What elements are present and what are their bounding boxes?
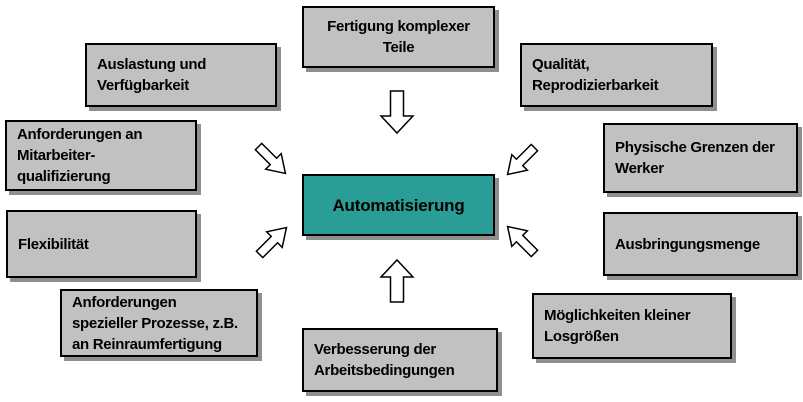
- factor-label-line: Verfügbarkeit: [97, 77, 189, 94]
- arrow-up-icon: [379, 258, 415, 303]
- factor-box-kleine-losgroessen: Möglichkeiten kleiner Losgrößen: [532, 293, 732, 359]
- factor-label-line: Verbesserung der: [314, 341, 436, 358]
- factor-box-flexibilitaet: Flexibilität: [6, 210, 197, 278]
- factor-label-line: Werker: [615, 160, 664, 177]
- arrow-down-left-icon: [506, 143, 539, 176]
- factor-box-ausbringungsmenge: Ausbringungsmenge: [603, 212, 798, 276]
- factor-label-line: Ausbringungsmenge: [615, 235, 760, 253]
- factor-label-line: Möglichkeiten kleiner: [544, 307, 691, 324]
- factor-box-qualitaet-reprodizierbarkeit: Qualität, Reprodizierbarkeit: [520, 43, 713, 107]
- factor-label-line: qualifizierung: [17, 168, 111, 185]
- factor-box-mitarbeiterqualifizierung: Anforderungen an Mitarbeiter- qualifizie…: [5, 120, 197, 191]
- factor-box-auslastung-verfuegbarkeit: Auslastung und Verfügbarkeit: [85, 43, 277, 107]
- factor-label-line: Arbeitsbedingungen: [314, 362, 455, 379]
- factor-label-line: spezieller Prozesse, z.B.: [72, 314, 238, 332]
- arrow-down-icon: [379, 90, 415, 135]
- factor-box-physische-grenzen: Physische Grenzen der Werker: [603, 123, 798, 193]
- factor-label-line: Losgrößen: [544, 328, 619, 345]
- center-box-automatisierung: Automatisierung: [302, 174, 495, 236]
- factor-label-line: Anforderungen an: [17, 126, 143, 143]
- arrow-up-right-icon: [255, 226, 288, 259]
- factor-box-verbesserung-arbeitsbedingungen: Verbesserung der Arbeitsbedingungen: [302, 328, 498, 392]
- factor-label-line: Qualität,: [532, 56, 590, 73]
- factor-label-line: Physische Grenzen der: [615, 139, 775, 156]
- center-label: Automatisierung: [332, 195, 465, 215]
- factor-label-line: an Reinraumfertigung: [72, 335, 222, 353]
- arrow-down-right-icon: [254, 142, 287, 175]
- factor-label-line: Anforderungen: [72, 293, 177, 311]
- factor-label-line: Mitarbeiter-: [17, 147, 96, 164]
- factor-label-line: Reprodizierbarkeit: [532, 77, 659, 94]
- factor-label-line: Flexibilität: [18, 235, 89, 253]
- factor-label-line: Teile: [382, 39, 415, 56]
- arrow-up-left-icon: [506, 225, 539, 258]
- factor-box-fertigung-komplexer-teile: Fertigung komplexer Teile: [302, 6, 495, 68]
- factor-box-spezielle-prozesse: Anforderungen spezieller Prozesse, z.B. …: [60, 289, 258, 357]
- factor-label-line: Auslastung und: [97, 56, 207, 73]
- factor-label-line: Fertigung komplexer: [327, 18, 470, 35]
